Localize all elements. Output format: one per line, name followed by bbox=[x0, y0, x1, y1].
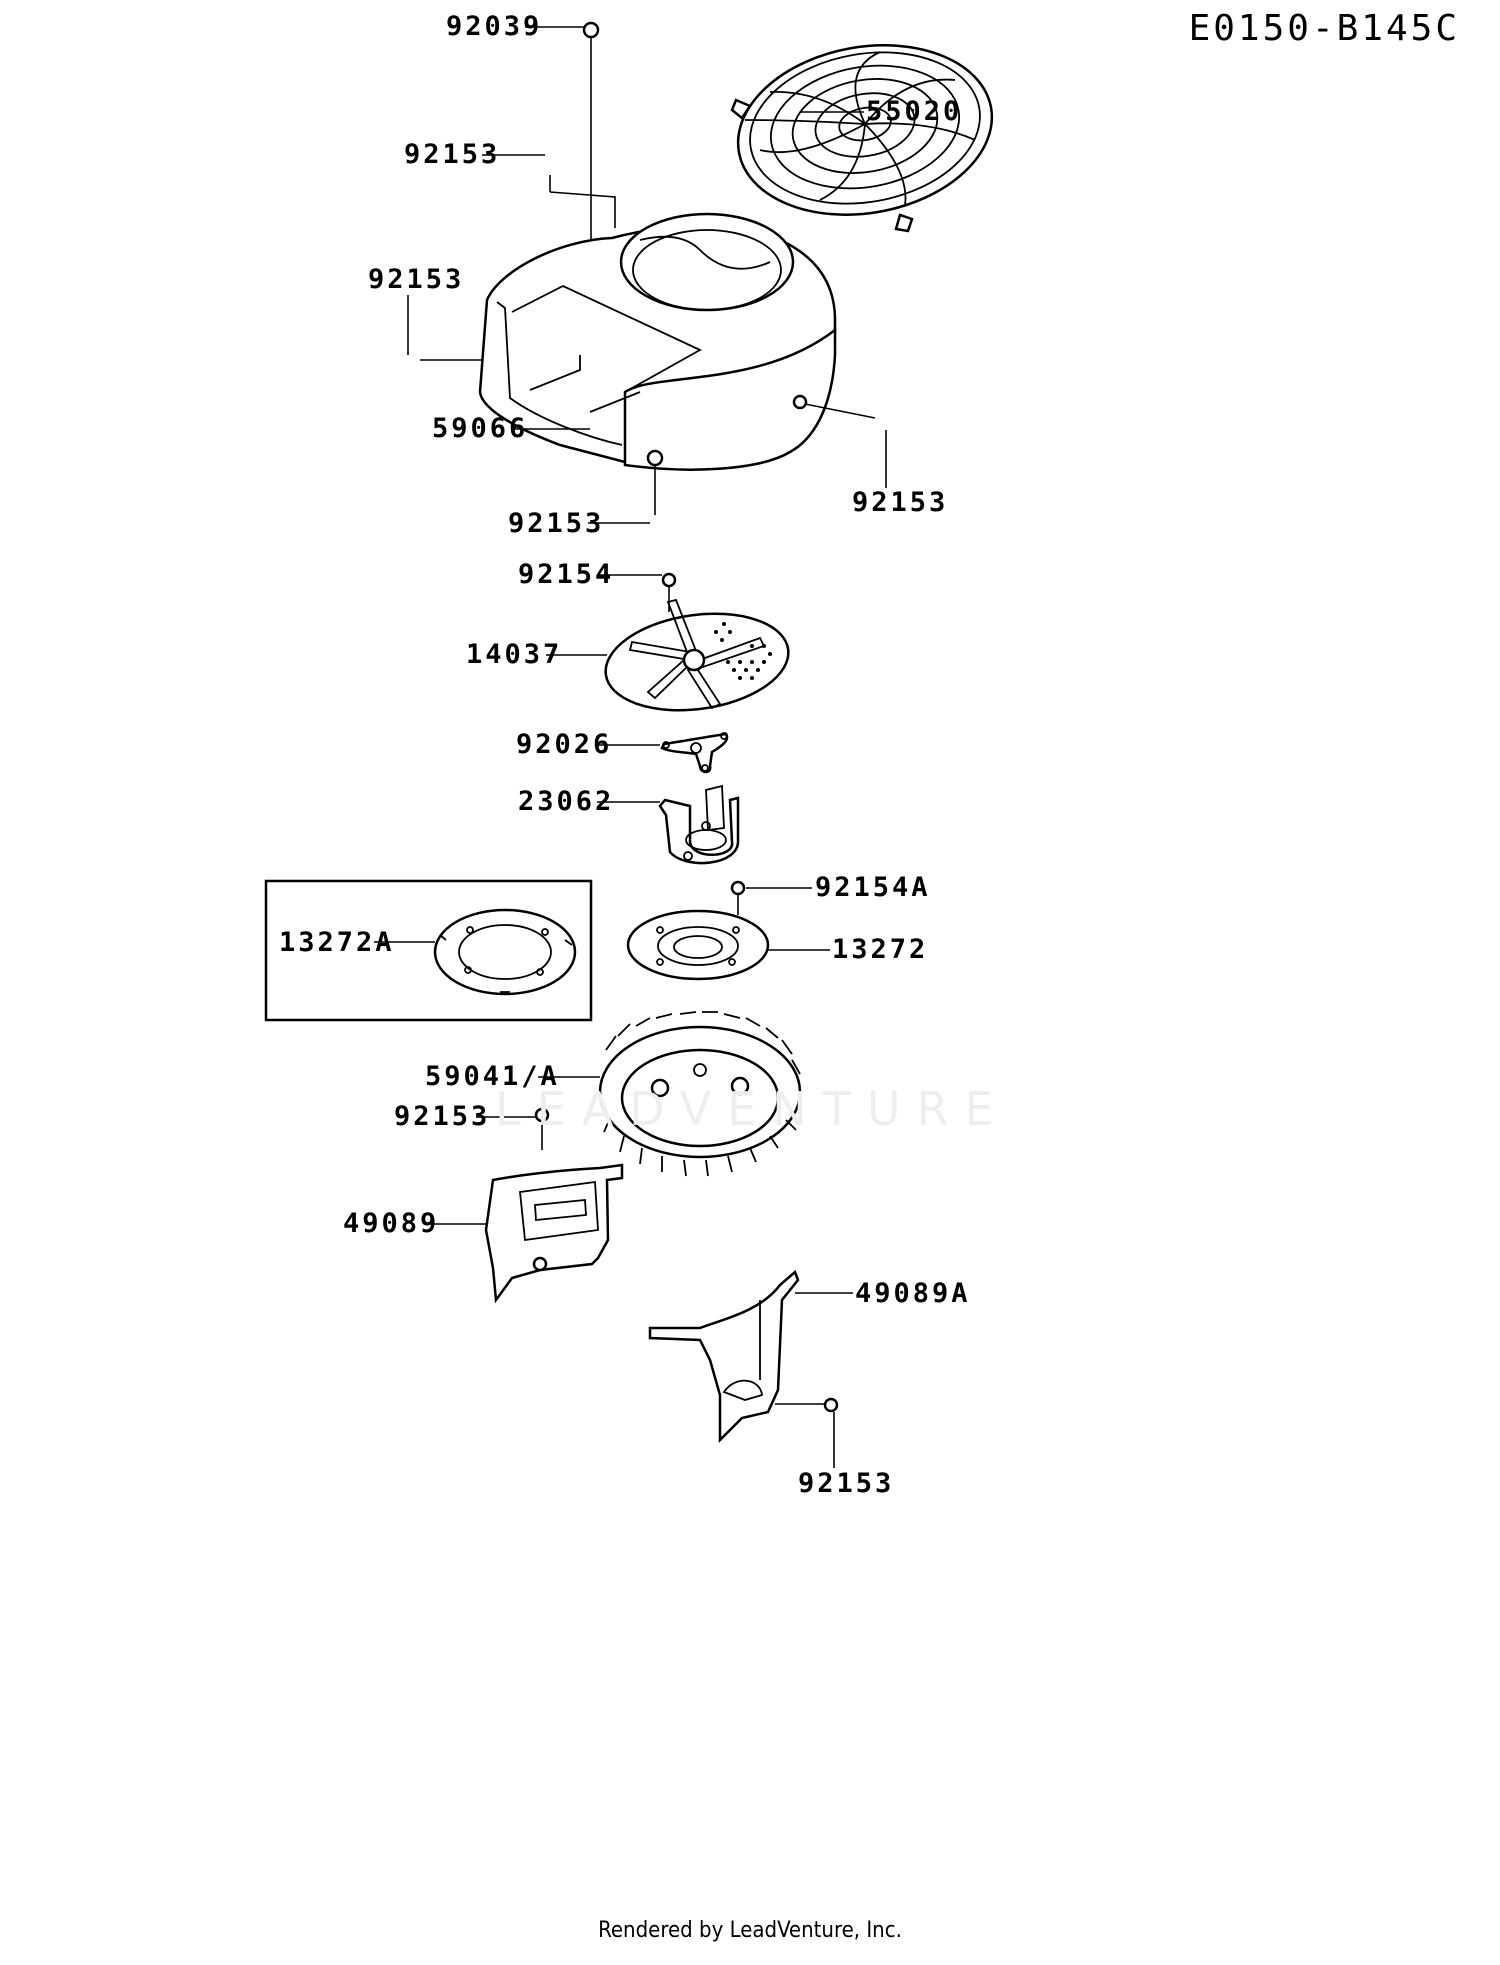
footer-credit: Rendered by LeadVenture, Inc. bbox=[598, 1918, 902, 1943]
callout-49089a[interactable]: 49089A bbox=[855, 1278, 971, 1309]
callout-92153-fan[interactable]: 92153 bbox=[394, 1101, 491, 1132]
shroud-49089 bbox=[484, 1107, 624, 1304]
callout-23062[interactable]: 23062 bbox=[518, 786, 615, 817]
callout-59041a[interactable]: 59041/A bbox=[425, 1061, 560, 1092]
callout-92154[interactable]: 92154 bbox=[518, 559, 615, 590]
shroud-49089a bbox=[648, 1269, 839, 1444]
callout-92153-left[interactable]: 92153 bbox=[368, 264, 465, 295]
flywheel-fan-59041a bbox=[598, 1011, 802, 1177]
cooling-plate-perforation bbox=[714, 622, 772, 680]
watermark: LEADVENTURE bbox=[495, 1082, 1010, 1136]
callout-92153-low[interactable]: 92153 bbox=[798, 1468, 895, 1499]
callout-92154a[interactable]: 92154A bbox=[815, 872, 931, 903]
callout-14037[interactable]: 14037 bbox=[466, 639, 563, 670]
callout-92153-bottom[interactable]: 92153 bbox=[508, 508, 605, 539]
callout-49089[interactable]: 49089 bbox=[343, 1208, 440, 1239]
plate-13272a bbox=[433, 908, 577, 996]
callout-13272[interactable]: 13272 bbox=[832, 934, 929, 965]
cooling-plate-14037 bbox=[604, 572, 790, 712]
diagram-code: E0150-B145C bbox=[1188, 8, 1460, 49]
leader-lines bbox=[374, 26, 887, 1468]
callout-92039[interactable]: 92039 bbox=[446, 11, 543, 42]
plate-92026 bbox=[660, 732, 729, 774]
callout-92153-right[interactable]: 92153 bbox=[852, 487, 949, 518]
callout-92153-top[interactable]: 92153 bbox=[404, 139, 501, 170]
blower-housing-59066 bbox=[478, 175, 837, 471]
callout-92026[interactable]: 92026 bbox=[516, 729, 613, 760]
callout-59066[interactable]: 59066 bbox=[432, 413, 529, 444]
callout-55020[interactable]: 55020 bbox=[866, 96, 963, 127]
fan-screen-55020 bbox=[582, 21, 994, 310]
bracket-23062 bbox=[658, 784, 740, 865]
callout-13272a[interactable]: 13272A bbox=[279, 927, 395, 958]
plate-13272 bbox=[626, 880, 770, 981]
